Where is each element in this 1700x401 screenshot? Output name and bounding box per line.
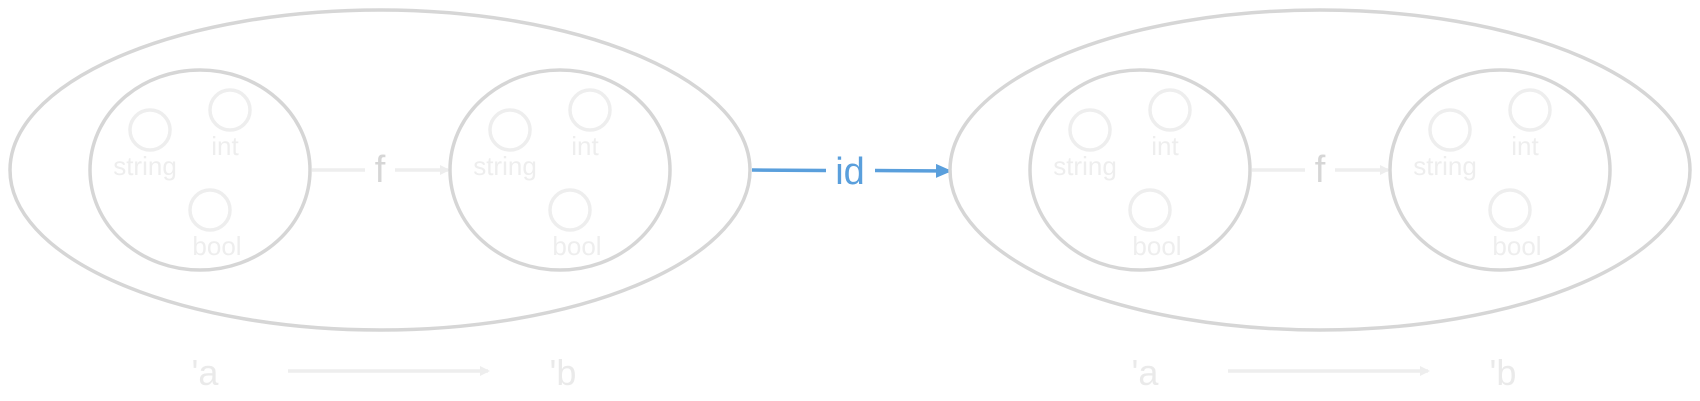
category-left: string int bool f string int bool 'a 'b (8, 8, 752, 393)
type-dot (1128, 188, 1172, 232)
category-outline (948, 8, 1692, 332)
type-mapping: 'a 'b (192, 352, 577, 393)
type-label-string: string (113, 151, 177, 181)
type-label-int: int (571, 131, 599, 161)
category-right: string int bool f string int bool 'a 'b (948, 8, 1692, 393)
function-label: f (1315, 149, 1326, 191)
id-arrow-line (751, 168, 827, 173)
type-label-int: int (1151, 131, 1179, 161)
type-dot (1428, 108, 1472, 152)
function-arrow: f (312, 149, 450, 191)
type-dot (208, 88, 252, 132)
type-dot (488, 108, 532, 152)
type-dot (1488, 188, 1532, 232)
codomain-set: string int bool (448, 68, 672, 272)
type-label-bool: bool (1132, 231, 1181, 261)
domain-type-label: 'a (1132, 352, 1160, 393)
function-label: f (375, 149, 386, 191)
type-label-bool: bool (192, 231, 241, 261)
id-morphism: id (751, 151, 952, 193)
codomain-type-label: 'b (1490, 352, 1517, 393)
function-arrow: f (1252, 149, 1390, 191)
type-dot (548, 188, 592, 232)
type-label-int: int (1511, 131, 1539, 161)
type-label-string: string (473, 151, 537, 181)
domain-set-outline (1028, 68, 1252, 272)
type-dot (1068, 108, 1112, 152)
type-dot (1148, 88, 1192, 132)
type-label-bool: bool (1492, 231, 1541, 261)
codomain-set-outline (448, 68, 672, 272)
id-label: id (835, 151, 865, 193)
domain-set-outline (88, 68, 312, 272)
type-mapping: 'a 'b (1132, 352, 1517, 393)
id-arrow-line (874, 163, 952, 178)
type-dot (568, 88, 612, 132)
codomain-set: string int bool (1388, 68, 1612, 272)
domain-set: string int bool (1028, 68, 1252, 272)
type-label-int: int (211, 131, 239, 161)
type-dot (1508, 88, 1552, 132)
type-dot (128, 108, 172, 152)
type-label-bool: bool (552, 231, 601, 261)
type-label-string: string (1053, 151, 1117, 181)
codomain-type-label: 'b (550, 352, 577, 393)
type-dot (188, 188, 232, 232)
codomain-set-outline (1388, 68, 1612, 272)
domain-set: string int bool (88, 68, 312, 272)
category-outline (8, 8, 752, 332)
domain-type-label: 'a (192, 352, 220, 393)
type-label-string: string (1413, 151, 1477, 181)
